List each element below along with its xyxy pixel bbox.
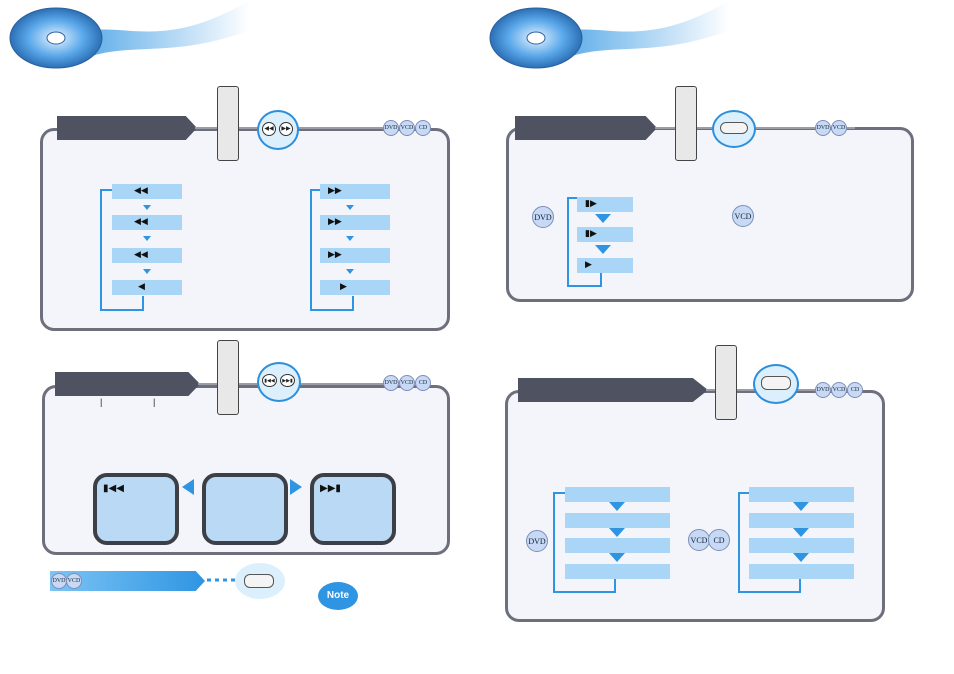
- skip-tab: [55, 372, 200, 396]
- repeat-vcd-option-4: [749, 564, 854, 579]
- vcd-badge: VCD: [66, 573, 82, 589]
- step-play: ▶: [577, 258, 633, 273]
- remote-control-icon: [675, 86, 697, 161]
- rewind-speed-1: ◀◀: [112, 184, 182, 199]
- repeat-vcd-option-1: [749, 487, 854, 502]
- step-loop-top: [567, 197, 577, 199]
- repeat-loop-top: [738, 492, 750, 494]
- fast-forward-button-icon[interactable]: ▶▶: [279, 122, 293, 136]
- step-tab: [515, 116, 657, 140]
- remote-control-icon: [217, 340, 239, 415]
- forward-normal: ▶: [320, 280, 390, 295]
- cd-header-graphic: [9, 0, 250, 69]
- loop-right: [352, 296, 354, 311]
- cd-header-graphic-right: [489, 0, 730, 69]
- repeat-vcd-option-3: [749, 538, 854, 553]
- remote-control-icon: [715, 345, 737, 420]
- right-arrow-icon: [290, 479, 302, 495]
- repeat-dvd-option-3: [565, 538, 670, 553]
- repeat-button-icon[interactable]: [761, 376, 791, 390]
- down-arrow-icon: [793, 553, 809, 562]
- step-frame-2: ▮▶: [577, 227, 633, 242]
- down-arrow-icon: [346, 269, 354, 274]
- tv-screen-current: [202, 473, 288, 545]
- step-loop-right: [600, 270, 602, 287]
- repeat-loop-right: [614, 577, 616, 593]
- down-arrow-icon: [609, 528, 625, 537]
- rewind-button-icon[interactable]: ◀◀: [262, 122, 276, 136]
- rewind-loop: [100, 189, 144, 311]
- remote-control-icon: [217, 86, 239, 161]
- remote-button-icon[interactable]: [244, 574, 274, 588]
- cd-badge: CD: [847, 382, 863, 398]
- down-arrow-icon: [609, 502, 625, 511]
- cd-badge: CD: [415, 120, 431, 136]
- repeat-dvd-option-4: [565, 564, 670, 579]
- down-arrow-icon: [595, 245, 611, 254]
- dvd-badge: DVD: [383, 120, 399, 136]
- tick-mark: |: [153, 397, 156, 407]
- down-arrow-icon: [346, 205, 354, 210]
- vcd-badge-large: VCD: [688, 529, 710, 551]
- repeat-loop-top: [553, 492, 565, 494]
- cd-badge: CD: [415, 375, 431, 391]
- skip-back-button-icon[interactable]: ▮◀◀: [262, 374, 277, 387]
- step-frame-1: ▮▶: [577, 197, 633, 212]
- forward-speed-3: ▶▶: [320, 248, 390, 263]
- tick-mark: |: [100, 397, 103, 407]
- repeat-vcd-option-2: [749, 513, 854, 528]
- down-arrow-icon: [346, 236, 354, 241]
- left-arrow-icon: [182, 479, 194, 495]
- skip-forward-button-icon[interactable]: ▶▶▮: [280, 374, 295, 387]
- dvd-badge: DVD: [51, 573, 67, 589]
- repeat-tab: [518, 378, 708, 402]
- forward-speed-1: ▶▶: [320, 184, 390, 199]
- tv-screen-previous: ▮◀◀: [93, 473, 179, 545]
- rewind-normal: ◀: [112, 280, 182, 295]
- note-icon: Note: [318, 582, 358, 610]
- cd-badge-large: CD: [708, 529, 730, 551]
- step-panel: [506, 127, 914, 302]
- repeat-dvd-option-2: [565, 513, 670, 528]
- rewind-speed-3: ◀◀: [112, 248, 182, 263]
- loop-top: [310, 189, 322, 191]
- rewind-speed-2: ◀◀: [112, 215, 182, 230]
- down-arrow-icon: [143, 205, 151, 210]
- vcd-badge: VCD: [831, 120, 847, 136]
- step-loop-bottom: [567, 285, 602, 287]
- step-loop-left: [567, 197, 569, 287]
- dvd-badge: DVD: [383, 375, 399, 391]
- down-arrow-icon: [609, 553, 625, 562]
- repeat-loop-left: [553, 492, 555, 593]
- vcd-badge: VCD: [399, 120, 415, 136]
- repeat-loop-right: [799, 577, 801, 593]
- dvd-badge-large: DVD: [532, 206, 554, 228]
- down-arrow-icon: [793, 502, 809, 511]
- step-button-icon[interactable]: [720, 122, 748, 134]
- repeat-loop-bottom: [738, 591, 801, 593]
- dvd-vcd-strip: [50, 571, 205, 591]
- tv-screen-next: ▶▶▮: [310, 473, 396, 545]
- dvd-badge-large: DVD: [526, 530, 548, 552]
- dvd-badge: DVD: [815, 120, 831, 136]
- vcd-badge-large: VCD: [732, 205, 754, 227]
- down-arrow-icon: [793, 528, 809, 537]
- down-arrow-icon: [143, 236, 151, 241]
- loop-top: [100, 189, 112, 191]
- forward-loop: [310, 189, 354, 311]
- down-arrow-icon: [595, 214, 611, 223]
- vcd-badge: VCD: [831, 382, 847, 398]
- forward-speed-2: ▶▶: [320, 215, 390, 230]
- dvd-badge: DVD: [815, 382, 831, 398]
- search-tab: [57, 116, 197, 140]
- repeat-loop-left: [738, 492, 740, 593]
- repeat-panel: [505, 390, 885, 622]
- repeat-dvd-option-1: [565, 487, 670, 502]
- repeat-loop-bottom: [553, 591, 616, 593]
- down-arrow-icon: [143, 269, 151, 274]
- loop-right: [142, 296, 144, 311]
- dotted-connector: [207, 578, 243, 582]
- vcd-badge: VCD: [399, 375, 415, 391]
